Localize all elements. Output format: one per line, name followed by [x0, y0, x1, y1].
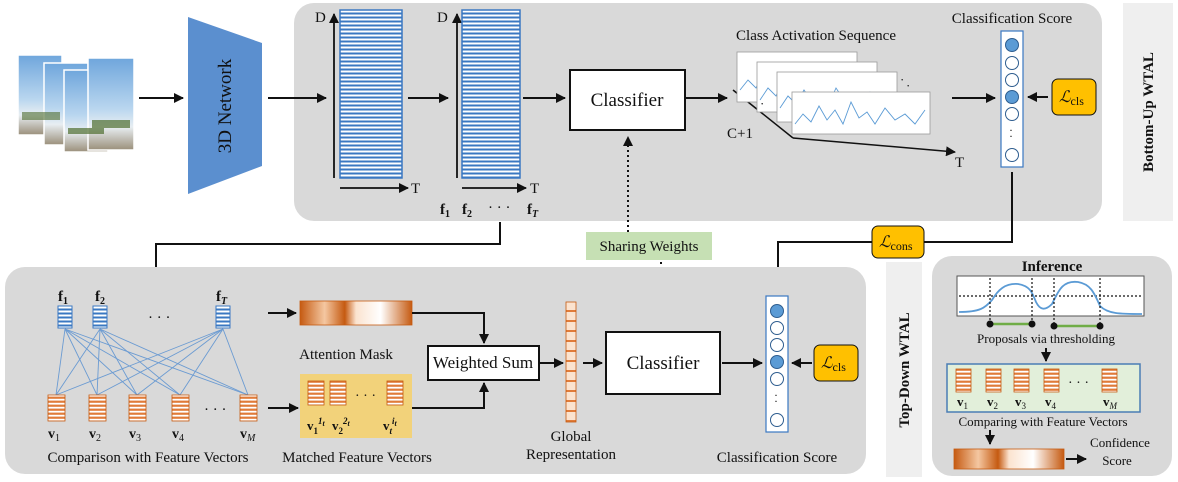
weighted-sum-label: Weighted Sum [433, 353, 533, 372]
inference-vectors [955, 368, 1118, 393]
memory-vectors [47, 394, 258, 422]
svg-text:·: · [1009, 129, 1013, 143]
cas-title: Class Activation Sequence [736, 28, 896, 44]
feature-sequence-labels: f1 f2 · · · fT [440, 200, 539, 220]
top-down-label: Top-Down WTAL [897, 312, 913, 427]
axis-t-label-1: T [411, 181, 420, 197]
bottom-classifier-box [605, 331, 721, 395]
3d-network-block [188, 17, 262, 194]
svg-text:v4: v4 [1045, 394, 1057, 411]
consistency-loss [871, 225, 925, 259]
global-label-line1: Global [551, 429, 592, 445]
bottom-up-label: Bottom-Up WTAL [1141, 52, 1157, 172]
svg-text:f1: f1 [58, 289, 68, 307]
svg-text:·: · [906, 78, 910, 93]
top-down-side-tab [886, 262, 922, 477]
svg-text:f2: f2 [95, 289, 105, 307]
bottom-score-vector: · · [765, 295, 789, 433]
feature-map-2 [452, 9, 527, 193]
inference-curves [958, 278, 1143, 330]
svg-text:v4: v4 [172, 427, 184, 444]
svg-text:fT: fT [216, 289, 228, 307]
inference-vector-labels: v1 v2 v3 v4 vM [957, 394, 1118, 411]
inference-vector-dots: · · · [1068, 376, 1089, 391]
svg-text:f2: f2 [462, 202, 472, 220]
svg-text:·: · [774, 388, 778, 402]
svg-text:· · ·: · · · [148, 310, 171, 326]
sharing-weights-label: Sharing Weights [600, 239, 699, 255]
consistency-connector [924, 172, 1013, 243]
top-classifier-box [569, 69, 686, 131]
svg-text:v2: v2 [987, 394, 998, 411]
comparison-caption: Comparison with Feature Vectors [48, 450, 249, 466]
top-score-title: Classification Score [952, 11, 1073, 27]
bottom-cls-loss [813, 344, 859, 382]
bottom-classifier-label: Classifier [627, 353, 700, 374]
memory-vector-dots: · · · [204, 402, 227, 418]
svg-text:v3: v3 [1015, 394, 1027, 411]
confidence-bar [953, 448, 1065, 470]
svg-text:· · ·: · · · [488, 200, 511, 216]
svg-text:v2: v2 [89, 427, 101, 444]
global-label-line2: Representation [526, 447, 616, 463]
top-classifier-label: Classifier [591, 90, 664, 111]
top-cls-loss-label: ℒcls [1059, 89, 1084, 108]
svg-text:·: · [760, 96, 764, 111]
cas-c-axis-label: C+1 [727, 126, 753, 142]
matched-vectors [307, 380, 404, 406]
svg-text:·: · [1009, 123, 1013, 137]
proposals-label: Proposals via thresholding [977, 331, 1115, 346]
confidence-line2: Score [1102, 453, 1132, 468]
cas-t-axis-label: T [955, 155, 964, 171]
snippet-feature-labels: f1 f2 · · · fT [58, 289, 228, 326]
attention-mask-label: Attention Mask [299, 347, 393, 363]
weighted-sum-box [427, 345, 540, 381]
svg-text:v1: v1 [48, 427, 60, 444]
3d-network-label: 3D Network [215, 58, 236, 153]
cas-stack: · · · [732, 51, 956, 157]
svg-text:f1: f1 [440, 202, 450, 220]
svg-text:·: · [774, 394, 778, 408]
top-score-vector: · · [1000, 30, 1024, 168]
svg-text:·: · [900, 72, 904, 87]
bottom-up-side-tab [1123, 3, 1173, 221]
bottom-cls-loss-label: ℒcls [821, 355, 846, 374]
axis-t-label-2: T [530, 181, 539, 197]
comparing-label: Comparing with Feature Vectors [958, 414, 1127, 429]
axis-d-label-2: D [437, 10, 448, 26]
sharing-weights-box [586, 232, 712, 260]
video-frames [17, 54, 135, 153]
matched-caption: Matched Feature Vectors [282, 450, 432, 466]
svg-text:vM: vM [240, 427, 256, 444]
snippet-features [57, 305, 231, 329]
consistency-loss-label: ℒcons [879, 234, 913, 253]
svg-text:v1: v1 [957, 394, 968, 411]
bottom-score-caption: Classification Score [717, 450, 838, 466]
arrow-matched-to-sum [412, 382, 489, 409]
global-representation-bar [565, 301, 577, 423]
matched-dots: · · · [355, 389, 376, 404]
confidence-line1: Confidence [1090, 435, 1150, 450]
arrow-features-to-bottom [151, 222, 501, 281]
axis-d-label-1: D [315, 10, 326, 26]
inference-title: Inference [1022, 259, 1083, 275]
svg-text:fT: fT [527, 202, 539, 220]
feature-map-1 [329, 9, 409, 193]
attention-mask-bar [299, 300, 413, 326]
arrow-attention-to-sum [412, 312, 489, 344]
svg-text:v3: v3 [129, 427, 141, 444]
memory-vector-labels: v1 v2 v3 v4 vM [48, 427, 256, 444]
svg-text:vM: vM [1103, 394, 1118, 411]
comparison-connections [55, 328, 249, 396]
top-cls-loss [1051, 78, 1097, 116]
